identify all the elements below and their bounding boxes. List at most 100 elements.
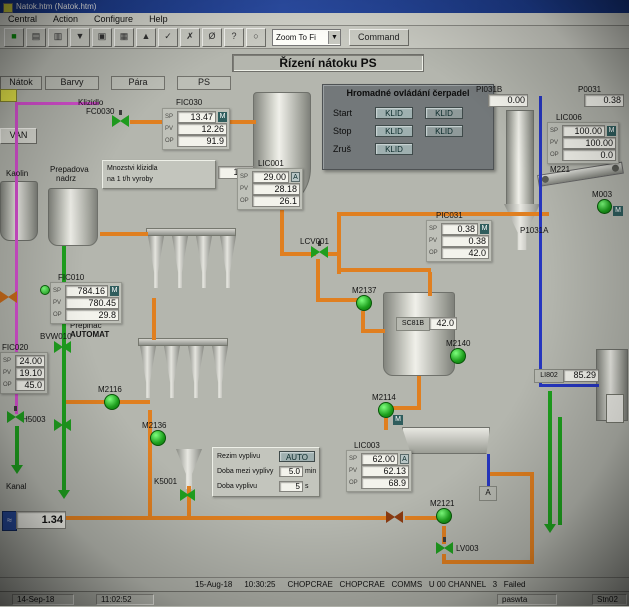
bottom-cone-bank xyxy=(140,346,228,398)
tag-pic031[interactable]: PIC031 xyxy=(436,211,463,220)
menu-help[interactable]: Help xyxy=(149,14,168,24)
mode-badge[interactable]: M xyxy=(218,112,227,122)
tag-p1031a[interactable]: P1031A xyxy=(520,226,549,235)
menu-configure[interactable]: Configure xyxy=(94,14,134,24)
flush-interval-label: Doba mezi vyplivy xyxy=(217,468,274,475)
sp-value[interactable]: 0.38 xyxy=(441,223,478,235)
valve-lv003[interactable] xyxy=(436,537,453,554)
tag-m2137[interactable]: M2137 xyxy=(352,286,377,295)
run-button[interactable]: ■ xyxy=(4,27,24,47)
tag-lcv001[interactable]: LCV001 xyxy=(300,237,329,246)
display-button[interactable]: ▣ xyxy=(92,27,112,47)
valve-fc0030[interactable] xyxy=(112,110,129,127)
taskbar-user[interactable]: paswta xyxy=(497,594,557,605)
mode-badge[interactable]: M xyxy=(607,126,616,136)
status-time: 10:30:25 xyxy=(244,580,276,589)
pump-m2137[interactable] xyxy=(356,295,372,311)
grid-button[interactable]: ▦ xyxy=(114,27,134,47)
tab-para[interactable]: Pára xyxy=(111,76,165,90)
stop-select[interactable]: KLID xyxy=(375,125,413,137)
tag-lic001[interactable]: LIC001 xyxy=(258,159,284,168)
tag-k5001[interactable]: K5001 xyxy=(154,477,178,486)
tag-m2140[interactable]: M2140 xyxy=(446,339,471,348)
mode-badge[interactable]: A xyxy=(400,454,409,464)
accept-button[interactable]: ✓ xyxy=(158,27,178,47)
tag-pi031b[interactable]: PI031B xyxy=(476,85,503,94)
tag-m003[interactable]: M003 xyxy=(592,190,613,199)
menu-action[interactable]: Action xyxy=(53,14,79,24)
valve-h5003[interactable] xyxy=(54,419,71,431)
sp-value[interactable]: 29.00 xyxy=(252,171,289,183)
tag-p0031[interactable]: P0031 xyxy=(578,85,602,94)
mode-badge[interactable]: M xyxy=(110,286,119,296)
pump-m2116[interactable] xyxy=(104,394,120,410)
tab-barvy[interactable]: Barvy xyxy=(45,76,99,90)
status-date: 15-Aug-18 xyxy=(195,580,233,589)
valve-k5001[interactable] xyxy=(180,489,195,501)
pv-label: PV xyxy=(3,370,12,376)
sp-value[interactable]: 100.00 xyxy=(562,125,605,137)
pv-value: 19.10 xyxy=(15,367,45,379)
sp-value[interactable]: 784.16 xyxy=(65,285,108,297)
tag-m221[interactable]: M221 xyxy=(550,165,571,174)
tag-lic006[interactable]: LIC006 xyxy=(556,113,582,122)
tag-m2116[interactable]: M2116 xyxy=(98,385,122,394)
alarm-status-bar[interactable]: 15-Aug-18 10:30:25 CHOPCRAE CHOPCRAE COM… xyxy=(0,577,629,591)
tag-m2121[interactable]: M2121 xyxy=(430,499,455,508)
tag-sc81b[interactable]: SC81B xyxy=(396,317,430,331)
alarm-indicator[interactable] xyxy=(0,89,17,102)
print-button[interactable]: ▤ xyxy=(26,27,46,47)
chevron-down-icon[interactable]: ▼ xyxy=(328,30,340,44)
pump-m2121[interactable] xyxy=(436,508,452,524)
li802-value: 85.29 xyxy=(563,369,599,382)
valve-lcv001[interactable] xyxy=(311,241,328,258)
tag-m2136[interactable]: M2136 xyxy=(142,421,167,430)
valve-left-edge[interactable] xyxy=(0,291,17,303)
cancel-button[interactable]: ✗ xyxy=(180,27,200,47)
pump-m003[interactable] xyxy=(597,199,612,214)
disable-button[interactable]: Ø xyxy=(202,27,222,47)
pump-m2140[interactable] xyxy=(450,348,466,364)
start-select[interactable]: KLID xyxy=(375,107,413,119)
van-button[interactable]: VAN xyxy=(0,128,37,144)
open-dropdown-button[interactable]: ▼ xyxy=(70,27,90,47)
menu-central[interactable]: Central xyxy=(8,14,38,24)
tag-m2114[interactable]: M2114 xyxy=(372,393,396,402)
tag-fc0030[interactable]: FC0030 xyxy=(86,107,115,116)
tab-ps[interactable]: PS xyxy=(177,76,231,90)
tag-lic003[interactable]: LIC003 xyxy=(354,441,380,450)
zoom-button[interactable]: ○ xyxy=(246,27,266,47)
mode-badge[interactable]: M xyxy=(480,224,489,234)
tab-natok[interactable]: Nátok xyxy=(0,76,42,90)
sp-value[interactable]: 62.00 xyxy=(361,453,398,465)
valve-m2121-inlet[interactable] xyxy=(386,511,403,523)
sp-value[interactable]: 13.47 xyxy=(177,111,216,123)
valve-bvw010[interactable] xyxy=(54,341,71,353)
pump-m2136[interactable] xyxy=(150,430,166,446)
tag-fic010[interactable]: FIC010 xyxy=(58,273,85,282)
tag-fic020[interactable]: FIC020 xyxy=(2,343,29,352)
tag-h5003[interactable]: H5003 xyxy=(22,415,46,424)
flush-interval-value[interactable]: 5.0 xyxy=(279,466,303,477)
pipe-orange-bottom xyxy=(58,516,390,520)
zrus-select[interactable]: KLID xyxy=(375,143,413,155)
tag-lv003[interactable]: LV003 xyxy=(456,544,479,553)
sp-value[interactable]: 24.00 xyxy=(15,355,45,367)
kaolin-tank xyxy=(0,181,38,241)
mode-badge[interactable]: A xyxy=(291,172,300,182)
flush-duration-value[interactable]: 5 xyxy=(279,481,303,492)
cone-icon xyxy=(164,346,180,398)
flush-mode-select[interactable]: AUTO xyxy=(279,451,315,462)
prepinac-label-2[interactable]: AUTOMAT xyxy=(70,330,110,339)
tag-bvw010[interactable]: BVW010 xyxy=(40,332,72,341)
command-button[interactable]: Command xyxy=(349,28,409,46)
save-button[interactable]: ▥ xyxy=(48,27,68,47)
tag-li802[interactable]: LI802 xyxy=(534,369,564,383)
zoom-help-button[interactable]: ? xyxy=(224,27,244,47)
tag-fic030[interactable]: FIC030 xyxy=(176,98,203,107)
up-button[interactable]: ▲ xyxy=(136,27,156,47)
zoom-combo[interactable]: Zoom To Fi ▼ xyxy=(272,28,341,46)
valve-kanal[interactable] xyxy=(7,406,24,423)
pump-m2114[interactable] xyxy=(378,402,394,418)
